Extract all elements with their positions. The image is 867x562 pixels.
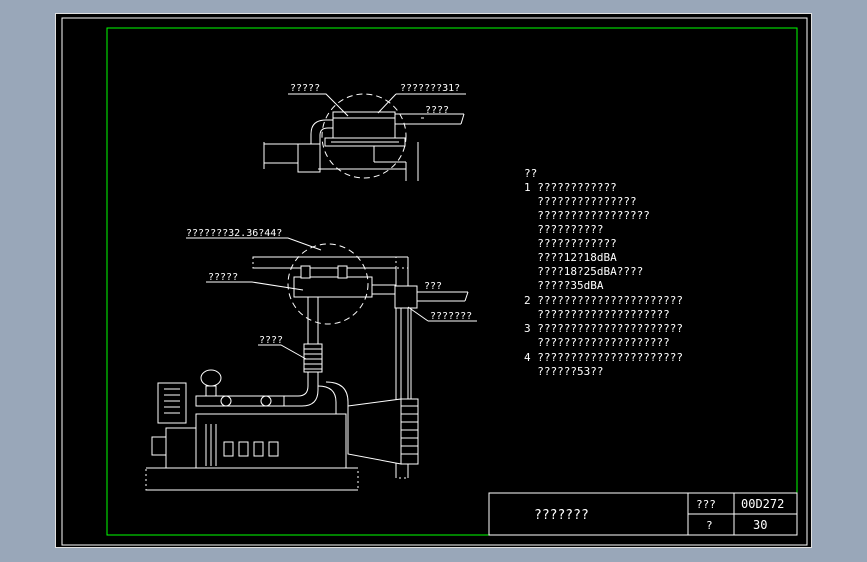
main-label-2: ????? [208, 272, 238, 283]
note-line: 1 ???????????? [524, 181, 617, 194]
note-line: ??????????????? [524, 195, 637, 208]
note-line: ???????????? [524, 237, 617, 250]
note-line: ??????53?? [524, 365, 603, 378]
note-line: ????????????????? [524, 209, 650, 222]
note-line: ????18?25dBA???? [524, 265, 643, 278]
note-line: 2 ?????????????????????? [524, 294, 683, 307]
notes-heading: ?? [524, 167, 537, 180]
top-detail-diagram [263, 93, 466, 181]
cad-canvas: ????? ???????31? ???? [55, 13, 812, 548]
top-label-2: ???????31? [400, 83, 460, 94]
main-label-3: ??? [424, 281, 442, 292]
note-line: ?????????? [524, 223, 603, 236]
top-label-3: ???? [425, 105, 449, 116]
inner-frame [106, 27, 798, 536]
main-label-5: ???? [259, 335, 283, 346]
note-line: 4 ?????????????????????? [524, 351, 683, 364]
drawing-number: 00D272 [741, 497, 784, 511]
note-line: ?????35dBA [524, 279, 604, 292]
drawing-title: ??????? [534, 508, 589, 523]
note-line: ????12?18dBA [524, 251, 617, 264]
main-view-diagram [145, 237, 477, 491]
note-line: ???????????????????? [524, 308, 670, 321]
note-line: 3 ?????????????????????? [524, 322, 683, 335]
page-label: ? [706, 519, 713, 532]
drawing-no-label: ??? [696, 498, 716, 511]
title-block [488, 492, 798, 536]
main-label-4: ??????? [430, 311, 472, 322]
top-label-1: ????? [290, 83, 320, 94]
note-line: ???????????????????? [524, 336, 670, 349]
main-label-1: ???????32.36?44? [186, 228, 282, 239]
drawing-sheet: ????? ???????31? ???? [61, 17, 808, 546]
page-number: 30 [753, 518, 767, 532]
outer-frame [61, 17, 808, 546]
